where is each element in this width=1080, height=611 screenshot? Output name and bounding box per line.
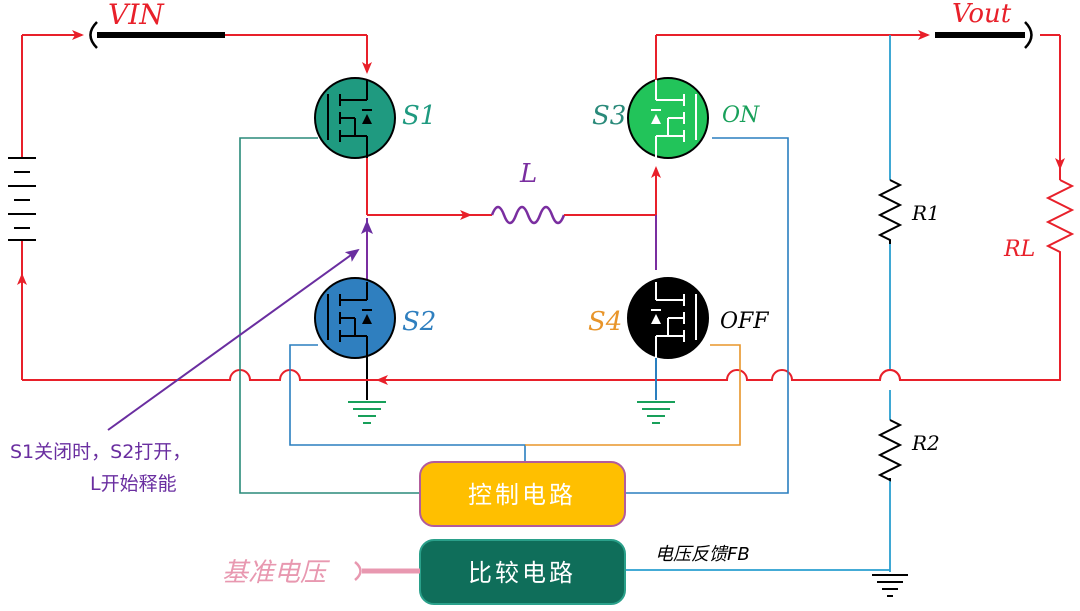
s3-gate-wire	[625, 137, 789, 494]
annotation-line-2: L开始释能	[90, 473, 177, 495]
inductor-l	[490, 205, 566, 225]
vin-wire	[22, 21, 372, 74]
r2-label: R2	[911, 431, 940, 455]
s3-state-label: ON	[722, 103, 760, 128]
vout-label: Vout	[952, 0, 1012, 29]
s1-mosfet	[314, 77, 396, 159]
vout-wire	[655, 21, 1065, 180]
fb-ground-icon	[872, 574, 908, 597]
return-wire	[22, 255, 1061, 381]
s4-state-label: OFF	[720, 309, 769, 334]
r2-resistor	[877, 419, 903, 482]
inductor-label: L	[519, 159, 537, 189]
r1-resistor	[877, 179, 903, 244]
s4-label: S4	[588, 307, 622, 337]
feedback-wire	[625, 35, 901, 572]
s2-ground-icon	[348, 401, 386, 424]
vin-label: VIN	[108, 0, 165, 31]
rl-resistor	[1045, 179, 1075, 255]
s3-mosfet	[627, 77, 709, 159]
reference-voltage-label: 基准电压	[222, 558, 331, 588]
rl-label: RL	[1003, 237, 1035, 262]
annotation-line-1: S1关闭时，S2打开，	[10, 441, 191, 463]
control-circuit-label: 控制电路	[468, 481, 576, 509]
reference-input	[354, 561, 420, 581]
s4-gate-wire	[525, 344, 741, 446]
control-circuit-box: 控制电路	[419, 461, 626, 527]
compare-circuit-box: 比较电路	[419, 539, 626, 605]
r1-label: R1	[911, 201, 940, 225]
feedback-label: 电压反馈FB	[655, 544, 750, 565]
s4-mosfet	[627, 277, 709, 359]
s2-gate-wire	[289, 344, 526, 462]
s4-ground-icon	[637, 401, 675, 424]
s3-label: S3	[592, 101, 626, 131]
compare-circuit-label: 比较电路	[468, 559, 576, 587]
s2-mosfet	[314, 277, 396, 400]
s2-label: S2	[402, 307, 436, 337]
s1-label: S1	[402, 101, 436, 131]
battery-icon	[8, 35, 36, 380]
s1-gate-wire	[239, 137, 420, 494]
